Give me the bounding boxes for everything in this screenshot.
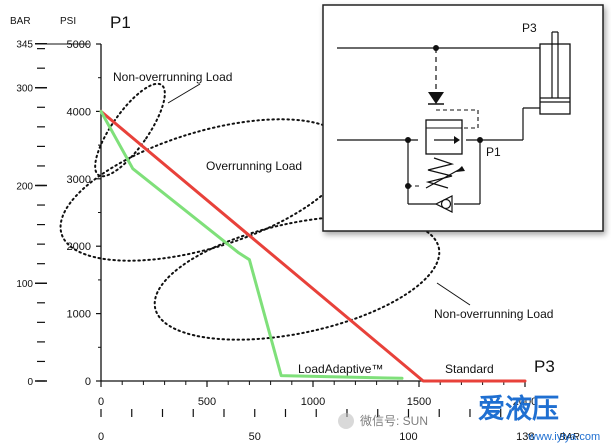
watermark-wechat: 微信号: SUN xyxy=(360,414,428,428)
y-bar-tick-label: 300 xyxy=(16,84,33,95)
y-axis-psi-unit: PSI xyxy=(60,16,76,27)
hydraulic-schematic-inset: P3 P1 xyxy=(322,4,604,232)
y-psi-tick-label: 4000 xyxy=(67,106,91,118)
annotation-non-overrunning-top: Non-overrunning Load xyxy=(113,70,232,84)
series-label-standard: Standard xyxy=(445,362,494,376)
y-bar-tick-label: 345 xyxy=(16,40,33,51)
x-psi-tick-label: 0 xyxy=(98,396,104,408)
leader-bottom xyxy=(436,282,471,306)
y-bar-tick-label: 0 xyxy=(27,377,33,388)
wechat-icon xyxy=(338,413,354,429)
inset-frame xyxy=(322,4,604,232)
watermark-logo: 爱液压 xyxy=(478,394,559,425)
series-line-1 xyxy=(99,109,404,380)
y-psi-tick-label: 1000 xyxy=(67,309,91,321)
ellipse-non-overrunning-bottom xyxy=(153,215,441,341)
series-layer xyxy=(99,109,527,383)
x-psi-tick-label: 1500 xyxy=(407,396,431,408)
x-axis-bar-unit: BAR xyxy=(559,432,580,443)
x-bar-tick-label: 138 xyxy=(516,431,534,443)
series-line-0 xyxy=(99,109,527,383)
y-psi-tick-label: 3000 xyxy=(67,174,91,186)
x-bar-tick-label: 0 xyxy=(98,431,104,443)
y-psi-tick-label: 5000 xyxy=(67,39,91,51)
annotation-non-overrunning-bottom: Non-overrunning Load xyxy=(434,307,553,321)
ellipse-overrunning xyxy=(59,118,351,262)
watermark: 微信号: SUN xyxy=(338,413,428,429)
y-psi-tick-label: 2000 xyxy=(67,241,91,253)
labels-layer: P1 BAR PSI P3 BAR Non-overrunning Load O… xyxy=(10,13,580,443)
y-psi-tick-label: 0 xyxy=(85,376,91,388)
y-bar-tick-label: 100 xyxy=(16,279,33,290)
x-psi-tick-label: 500 xyxy=(198,396,216,408)
chart-title: P1 xyxy=(110,13,131,32)
inset-label-p3: P3 xyxy=(522,21,537,35)
inset-label-p1: P1 xyxy=(486,145,501,159)
x-psi-tick-label: 1000 xyxy=(301,396,325,408)
annotation-overrunning: Overrunning Load xyxy=(206,159,302,173)
x-axis-label: P3 xyxy=(534,357,555,376)
y-bar-tick-label: 200 xyxy=(16,181,33,192)
y-axis-bar-unit: BAR xyxy=(10,16,31,27)
x-psi-tick-label: 2000 xyxy=(513,396,537,408)
x-bar-tick-label: 50 xyxy=(249,431,261,443)
series-label-loadadaptive: LoadAdaptive™ xyxy=(298,362,383,376)
watermark-url: www.iyiya.com xyxy=(527,431,600,443)
x-bar-tick-label: 100 xyxy=(399,431,417,443)
ellipse-non-overrunning-top xyxy=(94,82,166,178)
leader-top xyxy=(167,83,201,104)
